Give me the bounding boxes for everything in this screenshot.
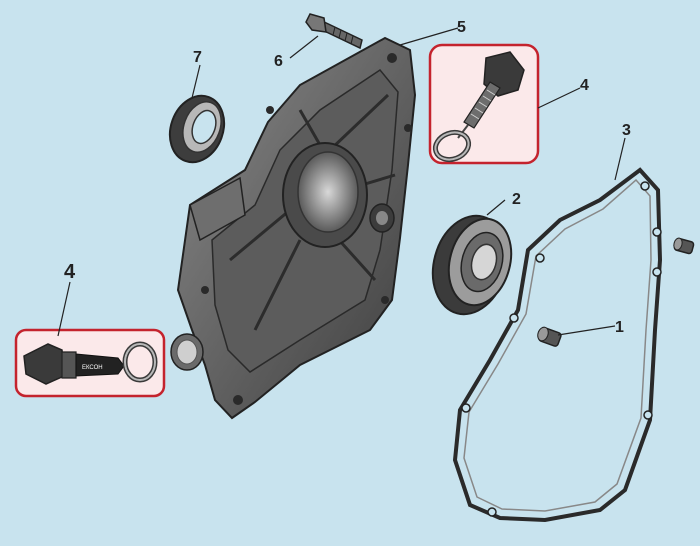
callout-3: 3 xyxy=(622,122,631,139)
dowel-pin xyxy=(537,326,562,347)
callout-7: 7 xyxy=(193,49,202,66)
gasket xyxy=(452,167,663,523)
sealing-washer-lower xyxy=(122,341,158,383)
callout-1: 1 xyxy=(615,319,624,336)
leader-lines xyxy=(57,27,626,337)
bolt xyxy=(305,13,363,50)
dipstick-marking: ЕКСОН xyxy=(82,365,103,371)
dipstick-lower: ЕКСОН xyxy=(23,343,125,385)
callout-6: 6 xyxy=(274,53,283,70)
callout-5: 5 xyxy=(457,19,466,36)
dipstick-upper-highlight xyxy=(428,43,540,165)
dipstick-upper xyxy=(457,51,525,139)
dipstick-lower-highlight: ЕКСОН xyxy=(14,328,166,398)
callout-4-lower: 4 xyxy=(64,261,76,283)
crankcase-cover xyxy=(170,36,417,420)
sealing-washer-upper xyxy=(432,129,472,163)
oil-seal xyxy=(168,94,226,164)
dowel-pin xyxy=(673,237,695,255)
callout-2: 2 xyxy=(512,191,521,208)
callout-4-upper: 4 xyxy=(580,77,589,94)
ball-bearing xyxy=(431,214,513,316)
